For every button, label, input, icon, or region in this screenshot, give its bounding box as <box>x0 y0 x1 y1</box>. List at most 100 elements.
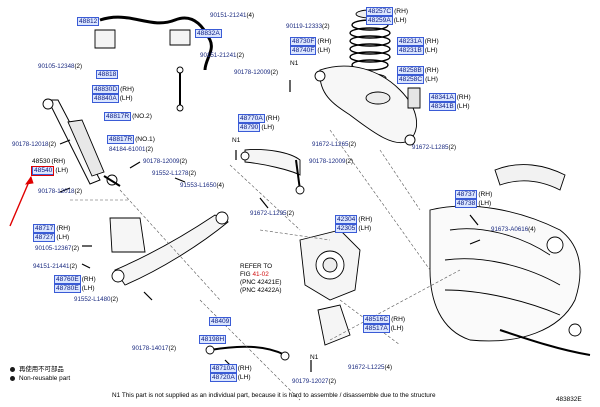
part-number[interactable]: 48258B <box>397 66 424 75</box>
part-number[interactable]: 48231B <box>397 46 424 55</box>
part-number[interactable]: 48770A <box>238 114 265 123</box>
part-number[interactable]: 90105-12367 <box>35 245 72 252</box>
part-row[interactable]: 48727(LH) <box>33 233 70 242</box>
part-row[interactable]: 48341A(RH) <box>429 93 471 102</box>
part-row[interactable]: 48738(LH) <box>455 199 492 208</box>
part-row[interactable]: 48517A(LH) <box>363 324 405 333</box>
part-label-90151-21241b[interactable]: 90151-21241(2) <box>200 52 244 60</box>
part-number[interactable]: 48727 <box>33 233 56 242</box>
part-number[interactable]: 48341B <box>429 102 456 111</box>
part-label-84184-61001[interactable]: 84184-61001(2) <box>109 146 153 154</box>
part-number[interactable]: 90178-12018 <box>12 141 49 148</box>
part-label-90178-12009c[interactable]: 90178-12009(2) <box>309 158 353 166</box>
part-number[interactable]: 48760E <box>54 275 81 284</box>
part-number[interactable]: 48738 <box>455 199 478 208</box>
part-number[interactable]: 91672-L1285 <box>412 144 449 151</box>
part-number[interactable]: 91673-A0616 <box>491 226 529 233</box>
part-label-48198h[interactable]: 48198H <box>199 335 227 344</box>
part-label-90119-12333[interactable]: 90119-12333(2) <box>286 23 330 31</box>
part-label-48409[interactable]: 48409 <box>209 317 232 326</box>
part-row[interactable]: 48770A(RH) <box>238 114 280 123</box>
part-row[interactable]: 48740F(LH) <box>290 46 331 55</box>
part-label-90105-12367[interactable]: 90105-12367(2) <box>35 245 79 253</box>
part-row[interactable]: 48710A(RH) <box>210 364 252 373</box>
part-label-90178-12009a[interactable]: 90178-12009(2) <box>234 69 278 77</box>
part-number[interactable]: 90151-21241 <box>200 52 237 59</box>
part-label-91672-l1285[interactable]: 91672-L1285(2) <box>412 144 456 152</box>
part-row[interactable]: 48258B(RH) <box>397 66 439 75</box>
part-number[interactable]: 91672-L1295 <box>250 210 287 217</box>
part-row[interactable]: 48257C(RH) <box>366 7 408 16</box>
part-number[interactable]: 90178-12009 <box>143 158 180 165</box>
part-number[interactable]: 90178-12009 <box>309 158 346 165</box>
part-row[interactable]: 48516C(RH) <box>363 315 405 324</box>
part-number[interactable]: 48258C <box>397 75 425 84</box>
part-label-91552-l1278[interactable]: 91552-L1278(2) <box>152 170 196 178</box>
part-number[interactable]: 91672-L1265 <box>312 141 349 148</box>
part-number[interactable]: 48817R <box>104 112 132 121</box>
part-label-90178-12018a[interactable]: 90178-12018(2) <box>12 141 56 149</box>
part-number[interactable]: 48790 <box>238 123 261 132</box>
part-label-48818[interactable]: 48818 <box>96 70 119 79</box>
part-number[interactable]: 91552-L1480 <box>74 296 111 303</box>
part-label-90179-12027[interactable]: 90179-12027(2) <box>292 378 336 386</box>
part-row[interactable]: 48790(LH) <box>238 123 280 132</box>
part-number[interactable]: 48341A <box>429 93 456 102</box>
part-number[interactable]: 48818 <box>96 70 119 79</box>
part-number[interactable]: 91672-L1225 <box>348 364 385 371</box>
part-number[interactable]: 94151-21441 <box>33 263 70 270</box>
part-number[interactable]: 48717 <box>33 224 56 233</box>
part-label-90178-12009b[interactable]: 90178-12009(2) <box>143 158 187 166</box>
part-row[interactable]: 48760E(RH) <box>54 275 96 284</box>
part-label-48812[interactable]: 48812 <box>77 17 100 26</box>
part-label-90178-14017[interactable]: 90178-14017(2) <box>132 345 176 353</box>
part-number[interactable]: 91552-L1278 <box>152 170 189 177</box>
part-row[interactable]: 48231B(LH) <box>397 46 439 55</box>
part-label-91673-a0616[interactable]: 91673-A0616(4) <box>491 226 536 234</box>
part-number[interactable]: 90179-12027 <box>292 378 329 385</box>
part-row[interactable]: 48817R(NO.2) <box>104 112 152 121</box>
part-label-91552-l1480[interactable]: 91552-L1480(2) <box>74 296 118 304</box>
part-row[interactable]: 48341B(LH) <box>429 102 471 111</box>
part-label-91672-l1295[interactable]: 91672-L1295(2) <box>250 210 294 218</box>
part-row[interactable]: 48830D(RH) <box>92 85 134 94</box>
part-number[interactable]: 90178-12009 <box>234 69 271 76</box>
part-number[interactable]: 90119-12333 <box>286 23 323 30</box>
part-row[interactable]: 48840A(LH) <box>92 94 134 103</box>
part-number[interactable]: 48231A <box>397 37 424 46</box>
part-number[interactable]: 48840A <box>92 94 119 103</box>
part-number[interactable]: 48740F <box>290 46 317 55</box>
part-number[interactable]: 48730F <box>290 37 317 46</box>
part-row[interactable]: 48817R(NO.1) <box>107 135 155 144</box>
part-number[interactable]: 48817R <box>107 135 135 144</box>
part-number[interactable]: 42304 <box>335 215 358 224</box>
part-number[interactable]: 48409 <box>209 317 232 326</box>
part-label-91553-l1650[interactable]: 91553-L1650(4) <box>180 182 224 190</box>
part-row[interactable]: 48259A(LH) <box>366 16 408 25</box>
part-number[interactable]: 48710A <box>210 364 237 373</box>
part-row[interactable]: 48737(RH) <box>455 190 492 199</box>
part-number[interactable]: 48517A <box>363 324 390 333</box>
reference-link[interactable]: 41-02 <box>252 271 269 278</box>
part-row[interactable]: 42304(RH) <box>335 215 372 224</box>
part-label-94151-21441[interactable]: 94151-21441(2) <box>33 263 77 271</box>
part-number[interactable]: 48780E <box>54 284 81 293</box>
part-label-91672-l1225[interactable]: 91672-L1225(4) <box>348 364 392 372</box>
part-number[interactable]: 90178-14017 <box>132 345 169 352</box>
part-number[interactable]: 90105-12348 <box>38 63 75 70</box>
part-number[interactable]: 48259A <box>366 16 393 25</box>
part-number[interactable]: 48516C <box>363 315 391 324</box>
part-number[interactable]: 84184-61001 <box>109 146 146 153</box>
part-label-90151-21241[interactable]: 90151-21241(4) <box>210 12 254 20</box>
part-label-90105-12348[interactable]: 90105-12348(2) <box>38 63 82 71</box>
part-label-90178-12018b[interactable]: 90178-12018(2) <box>38 188 82 196</box>
part-row[interactable]: 48730F(RH) <box>290 37 331 46</box>
part-number[interactable]: 48832A <box>195 29 222 38</box>
part-row[interactable]: 48258C(LH) <box>397 75 439 84</box>
part-row[interactable]: 48530(RH) <box>32 158 68 166</box>
part-row[interactable]: 48231A(RH) <box>397 37 439 46</box>
part-label-48832a[interactable]: 48832A <box>195 29 222 38</box>
part-number[interactable]: 48198H <box>199 335 227 344</box>
part-number[interactable]: 48257C <box>366 7 394 16</box>
part-label-91672-l1265[interactable]: 91672-L1265(2) <box>312 141 356 149</box>
